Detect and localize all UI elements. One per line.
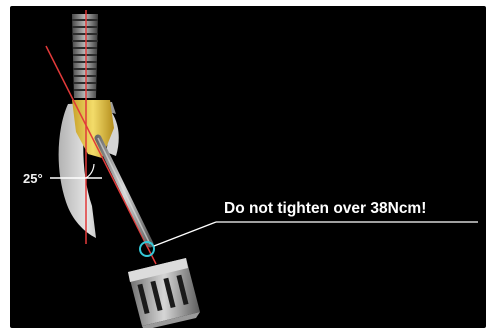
torque-warning-label: Do not tighten over 38Ncm! [224, 200, 426, 218]
diagram-canvas: 25° Do not tighten over 38Ncm! [10, 6, 486, 328]
callout-marker [140, 222, 478, 256]
dental-implant-icon [72, 14, 98, 98]
driver-shaft [98, 138, 150, 244]
angle-label: 25° [23, 171, 43, 186]
torque-driver-icon [128, 258, 200, 328]
implant-diagram [10, 6, 486, 328]
